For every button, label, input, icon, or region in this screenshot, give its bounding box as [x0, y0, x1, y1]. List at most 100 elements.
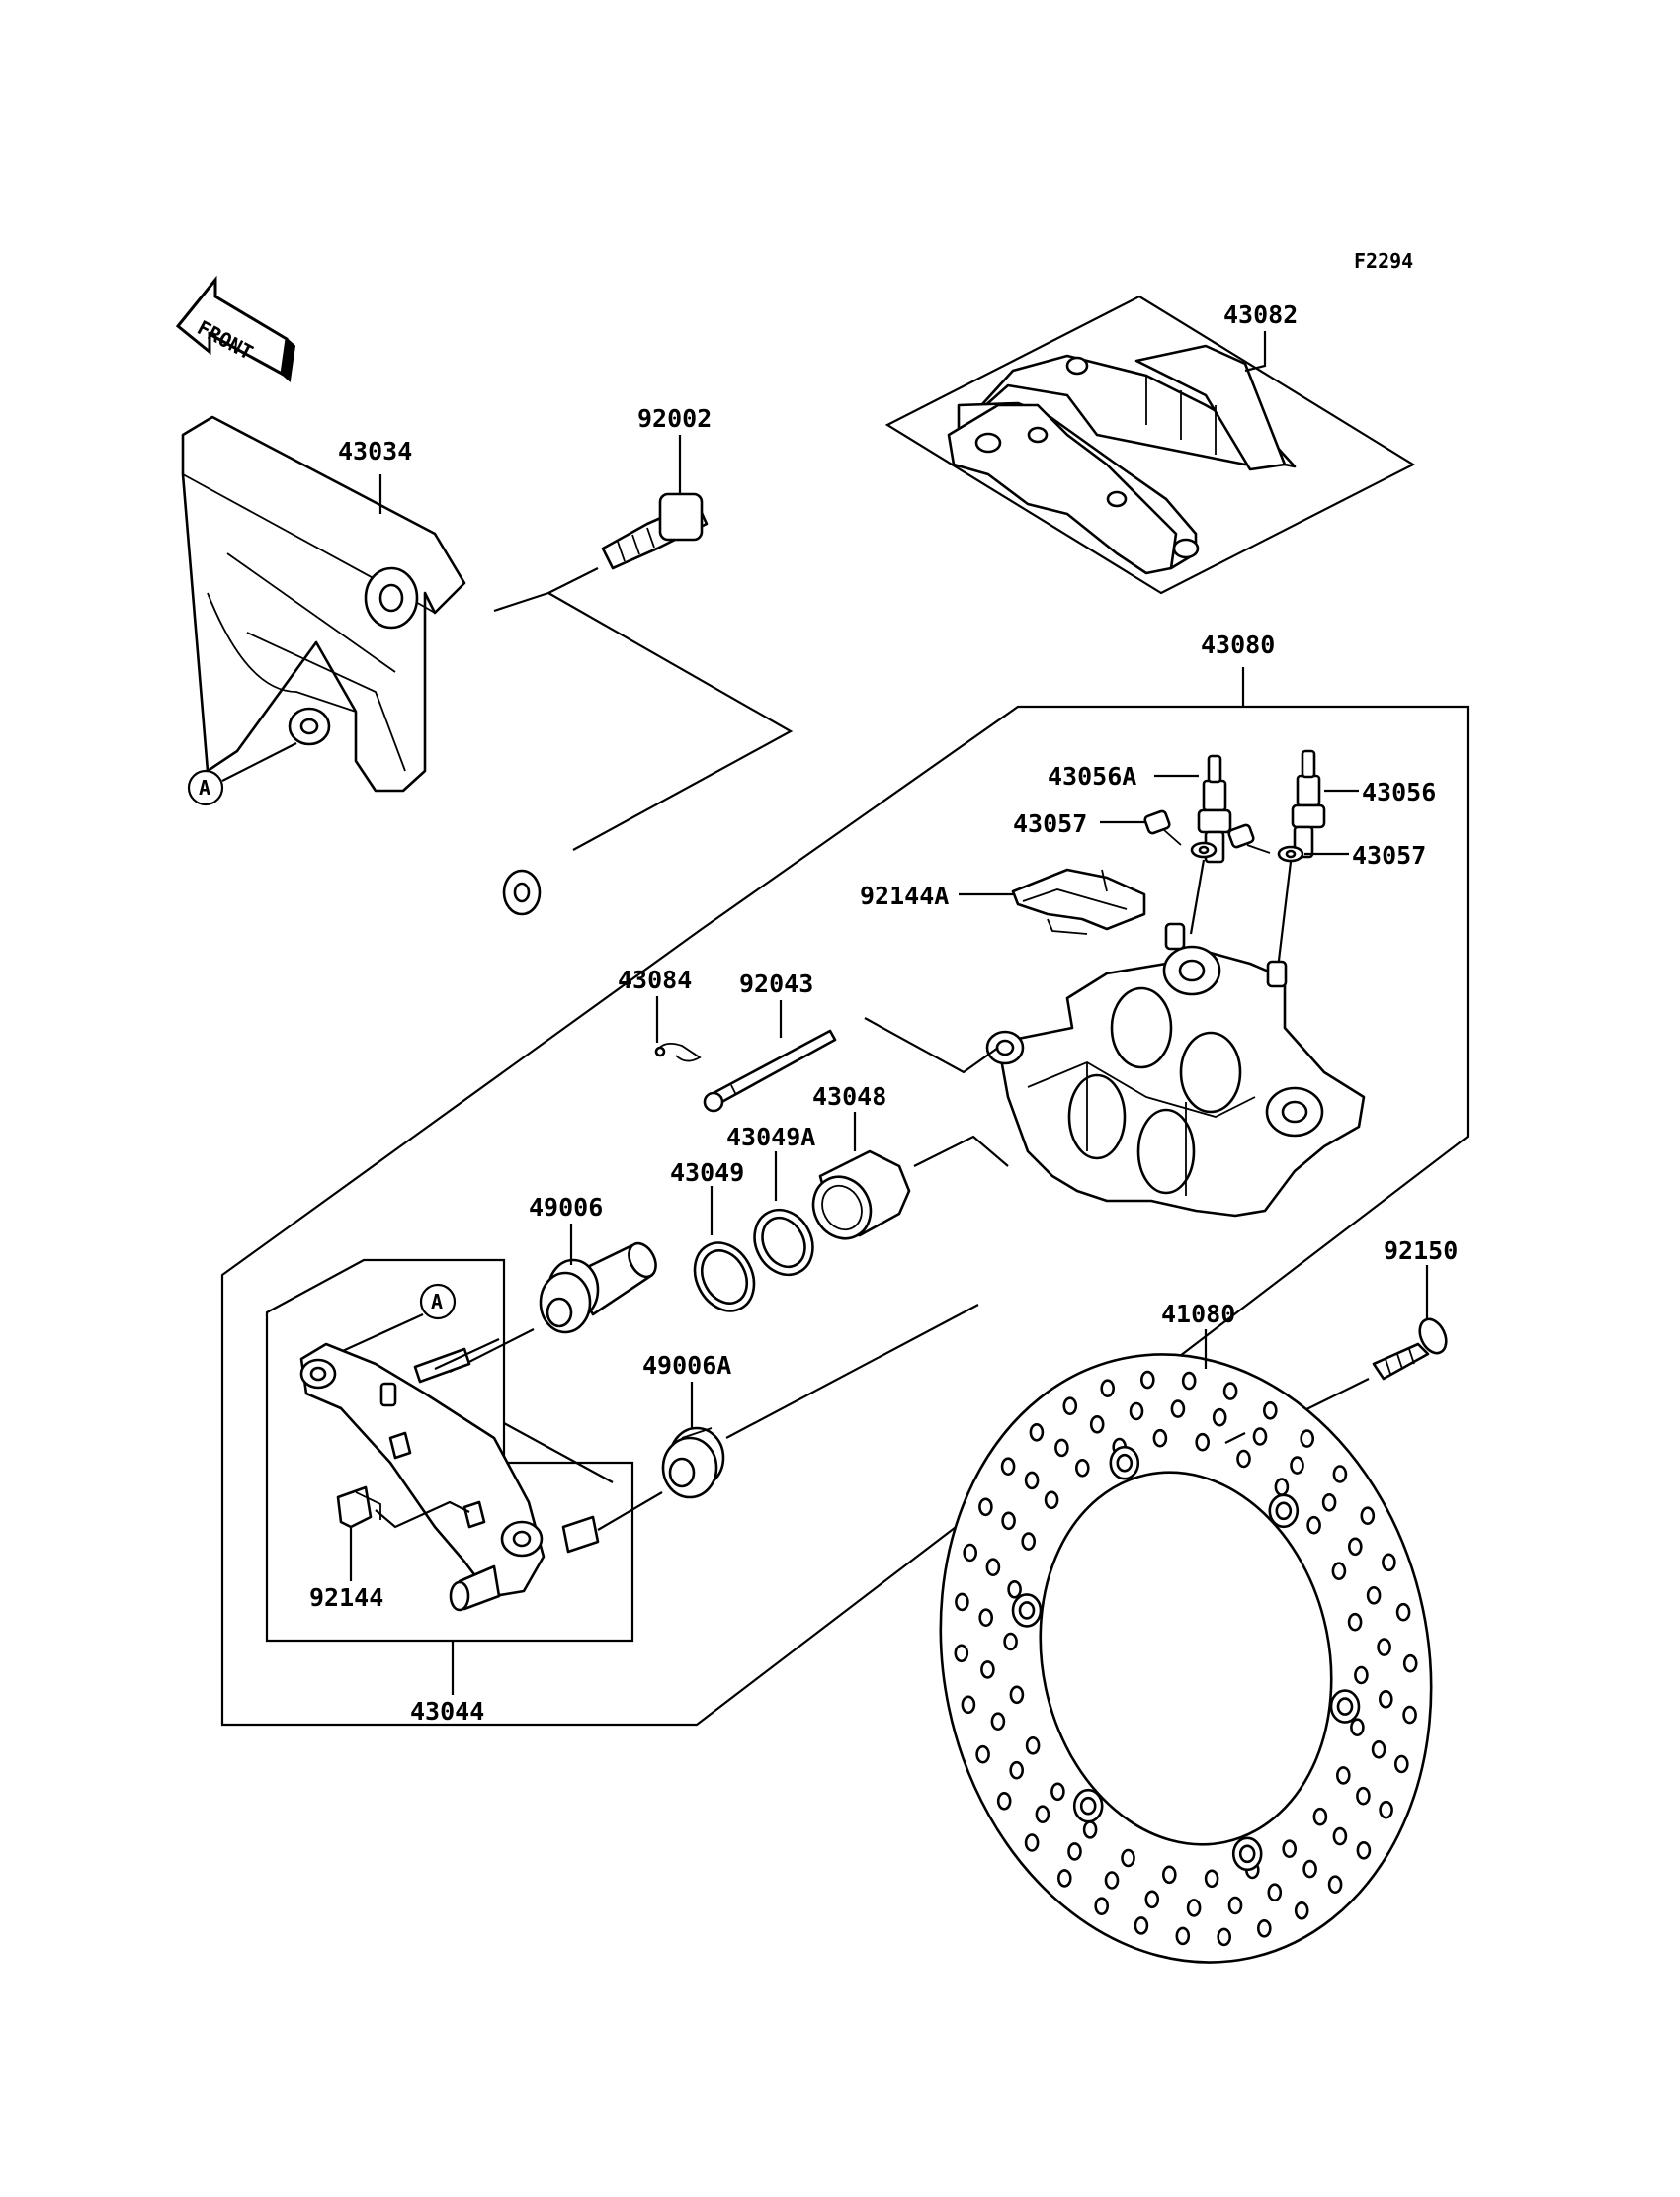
- disc-hole: [1025, 1736, 1041, 1755]
- piston-part: [811, 1149, 911, 1240]
- disc-hole: [1003, 1632, 1018, 1651]
- disc-hole: [1217, 1927, 1231, 1947]
- label-49006A: 49006A: [642, 1351, 731, 1380]
- figure-code: F2294: [1354, 249, 1413, 273]
- disc-hole: [1360, 1506, 1376, 1525]
- disc-hole: [1075, 1459, 1090, 1478]
- disc-hole: [1140, 1370, 1155, 1390]
- label-43049: 43049: [670, 1158, 744, 1187]
- disc-hole: [1170, 1399, 1186, 1418]
- cap-washer-right-part: [1227, 823, 1304, 863]
- disc-hole: [975, 1744, 990, 1764]
- label-43082: 43082: [1223, 300, 1298, 329]
- disc-hole: [1274, 1478, 1290, 1496]
- disc-hole: [1294, 1901, 1309, 1920]
- disc-bolt-hole-inner: [1275, 1501, 1293, 1521]
- cap-washer-left-part: [1143, 809, 1218, 859]
- ref-marker-lower-circle: [419, 1283, 457, 1320]
- disc-bolt-hole-inner: [1238, 1844, 1256, 1864]
- disc-hole: [1000, 1457, 1016, 1476]
- ref-marker-lower-label: A: [431, 1290, 443, 1313]
- bolt-92002-part: [601, 492, 709, 570]
- disc-hole: [1379, 1690, 1393, 1709]
- disc-hole: [1029, 1423, 1045, 1442]
- caliper-bracket-part: [181, 415, 542, 916]
- slide-boot-a-part: [661, 1426, 725, 1499]
- disc-hole: [1332, 1465, 1348, 1483]
- disc-hole: [1067, 1842, 1082, 1861]
- disc-bolt-holes: [1011, 1445, 1361, 1872]
- disc-hole: [978, 1608, 994, 1627]
- disc-hole: [1302, 1859, 1317, 1879]
- front-arrow-icon: FRONT: [175, 275, 296, 382]
- disc-hole: [1024, 1833, 1040, 1852]
- disc-hole: [996, 1792, 1012, 1811]
- disc-hole: [1402, 1653, 1418, 1673]
- disc-hole: [1354, 1665, 1369, 1685]
- label-43034: 43034: [338, 437, 412, 465]
- label-43084: 43084: [618, 966, 692, 994]
- disc-hole: [1204, 1869, 1219, 1889]
- disc-hole: [1366, 1586, 1382, 1605]
- disc-bolt-hole-inner: [1018, 1601, 1036, 1620]
- label-49006: 49006: [529, 1193, 603, 1222]
- disc-hole: [1009, 1760, 1024, 1780]
- disc-hole: [1057, 1869, 1072, 1888]
- slide-boot-part: [539, 1241, 657, 1334]
- disc-hole: [1082, 1820, 1098, 1839]
- disc-hole: [961, 1695, 976, 1715]
- disc-hole: [1327, 1875, 1343, 1894]
- label-43057-right: 43057: [1352, 841, 1426, 870]
- disc-hole: [1129, 1401, 1144, 1421]
- disc-hole: [1306, 1515, 1321, 1535]
- disc-hole: [1121, 1848, 1135, 1868]
- brake-disc-part: [939, 1353, 1433, 1964]
- disc-hole: [980, 1660, 995, 1679]
- disc-hole: [1195, 1432, 1210, 1452]
- disc-bolt-hole-inner: [1116, 1453, 1134, 1473]
- disc-hole: [1175, 1926, 1191, 1946]
- disc-hole: [1236, 1449, 1251, 1469]
- disc-hole: [1024, 1471, 1040, 1490]
- pin-clip-part: [654, 1042, 702, 1062]
- disc-hole: [1267, 1883, 1283, 1901]
- disc-hole: [1395, 1602, 1411, 1622]
- holder-clip-part: [336, 1485, 381, 1529]
- ref-marker-label: A: [199, 776, 210, 800]
- brake-pads-part: [947, 344, 1297, 575]
- disc-hole: [1257, 1919, 1272, 1938]
- disc-hole: [1394, 1754, 1409, 1774]
- disc-hole: [1035, 1805, 1050, 1823]
- disc-hole: [978, 1497, 993, 1517]
- disc-hole: [1379, 1800, 1393, 1819]
- disc-hole: [1348, 1537, 1363, 1557]
- disc-bolt-hole-inner: [1336, 1697, 1354, 1716]
- disc-bolt-part: [1372, 1317, 1448, 1381]
- disc-hole: [1007, 1580, 1022, 1599]
- disc-hole: [1282, 1839, 1297, 1858]
- pad-pin-part: [703, 1029, 837, 1113]
- disc-hole: [1094, 1897, 1109, 1915]
- disc-hole: [1336, 1766, 1351, 1785]
- disc-hole: [1212, 1407, 1227, 1427]
- ref-marker-circle: [187, 769, 224, 806]
- disc-hole: [1356, 1786, 1371, 1806]
- disc-hole: [1089, 1415, 1105, 1434]
- disc-hole: [954, 1644, 969, 1663]
- caliper-holder-part: [299, 1342, 600, 1612]
- dust-seal-part: [693, 1241, 756, 1312]
- disc-hole: [1321, 1493, 1337, 1512]
- disc-hole: [1227, 1896, 1243, 1915]
- label-43048: 43048: [812, 1082, 886, 1111]
- label-92043: 92043: [739, 970, 813, 998]
- label-43057-left: 43057: [1013, 809, 1087, 838]
- disc-hole: [1382, 1553, 1396, 1572]
- label-43044: 43044: [410, 1697, 484, 1726]
- bleeder-valve-right-part: [1291, 749, 1326, 859]
- disc-hole: [1332, 1826, 1348, 1846]
- disc-hole: [1152, 1428, 1168, 1448]
- disc-hole: [963, 1543, 978, 1563]
- piston-seal-part: [753, 1208, 814, 1277]
- disc-hole: [1021, 1532, 1036, 1551]
- disc-hole: [1054, 1438, 1069, 1458]
